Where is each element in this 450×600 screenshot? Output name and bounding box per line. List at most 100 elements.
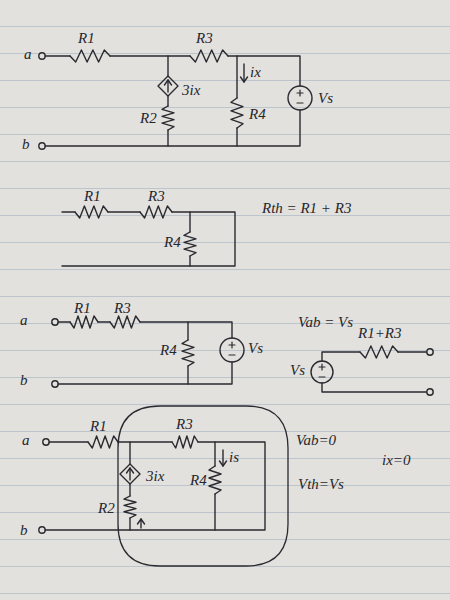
circuit-label: R3	[148, 188, 165, 205]
resistor-symbol	[124, 496, 136, 518]
resistor-symbol	[75, 206, 108, 218]
wire	[49, 441, 88, 442]
resistor-symbol	[70, 316, 98, 328]
wire	[167, 130, 168, 146]
wire	[236, 56, 237, 98]
wire	[108, 211, 140, 212]
wire	[140, 322, 232, 338]
wire	[58, 321, 70, 322]
circuit-label: is	[229, 449, 239, 466]
terminal	[43, 439, 49, 445]
wire	[236, 128, 237, 146]
polarity-sign	[297, 90, 303, 103]
wire	[45, 55, 70, 56]
circuit-label: R1	[84, 188, 101, 205]
current-arrow	[222, 450, 223, 466]
terminal	[52, 381, 58, 387]
polarity-sign	[229, 342, 235, 355]
source-arrow-head	[165, 80, 172, 85]
terminal	[39, 143, 45, 149]
wire	[322, 383, 427, 392]
wire	[187, 322, 188, 340]
resistor-symbol	[162, 106, 174, 130]
current-arrow-head	[220, 461, 227, 466]
resistor-symbol	[360, 346, 398, 358]
circuit-label: Vab = Vs	[298, 314, 353, 331]
terminal	[39, 53, 45, 59]
circuit-label: Vth=Vs	[298, 476, 344, 493]
circuit-label: R1	[74, 300, 91, 317]
resistor-symbol	[184, 232, 196, 256]
small-arrow-head	[138, 519, 145, 524]
circuit-label: R3	[114, 300, 131, 317]
circuit-label: Vab=0	[296, 432, 336, 449]
circuit-label: R1+R3	[358, 325, 401, 342]
dependent-current-source	[120, 464, 140, 484]
resistor-symbol	[140, 206, 172, 218]
voltage-source	[220, 338, 244, 362]
wire	[98, 321, 110, 322]
resistor-symbol	[182, 340, 194, 366]
circuit-label: Vs	[318, 90, 333, 107]
circuit-label: b	[20, 372, 28, 389]
circuit-label: b	[20, 522, 28, 539]
wire	[45, 442, 265, 530]
terminal	[427, 389, 433, 395]
circuit-label: b	[22, 136, 30, 153]
circuit-label: R4	[160, 342, 177, 359]
circuit-label: R3	[196, 30, 213, 47]
terminal	[52, 319, 58, 325]
circuit-label: R4	[249, 106, 266, 123]
circuit-label: R1	[78, 30, 95, 47]
resistor-symbol	[190, 50, 228, 62]
wire	[398, 351, 427, 352]
circuit-label: R4	[164, 234, 181, 251]
wire	[228, 56, 300, 86]
voltage-source	[311, 361, 333, 383]
circuit-label: R2	[98, 500, 115, 517]
wire	[187, 366, 188, 384]
wire	[62, 211, 75, 212]
source-arrow-head	[127, 468, 134, 473]
circuit-label: a	[22, 432, 30, 449]
circuit-label: R3	[176, 416, 193, 433]
resistor-symbol	[209, 466, 221, 494]
wire	[118, 441, 172, 442]
resistor-symbol	[110, 316, 140, 328]
wire	[129, 484, 130, 496]
wire	[167, 56, 168, 76]
wire	[110, 55, 190, 56]
resistor-symbol	[70, 50, 110, 62]
circuit-label: R4	[190, 472, 207, 489]
wire	[129, 518, 130, 530]
dependent-current-source	[158, 76, 178, 96]
resistor-symbol	[172, 436, 198, 448]
circuit-label: Rth = R1 + R3	[262, 200, 351, 217]
terminal	[427, 349, 433, 355]
voltage-source	[288, 86, 312, 110]
circuit-label: 3ix	[182, 82, 200, 99]
wire	[214, 442, 215, 466]
circuit-label: ix	[250, 64, 261, 81]
wire	[58, 362, 232, 384]
circuit-label: 3ix	[146, 468, 164, 485]
terminal	[39, 527, 45, 533]
resistor-symbol	[88, 436, 118, 448]
polarity-sign	[319, 364, 325, 377]
circled-region	[118, 406, 288, 566]
circuit-label: Vs	[248, 340, 263, 357]
circuit-label: a	[24, 46, 32, 63]
circuit-label: a	[20, 312, 28, 329]
wire	[214, 494, 215, 530]
circuit-label: R2	[140, 110, 157, 127]
wire	[129, 442, 130, 464]
circuit-label: ix=0	[382, 452, 410, 469]
wire	[189, 212, 190, 232]
resistor-symbol	[231, 98, 243, 128]
wire	[167, 96, 168, 106]
wire	[322, 352, 360, 361]
wire	[62, 212, 235, 266]
current-arrow-head	[241, 77, 248, 82]
circuit-label: R1	[90, 418, 107, 435]
